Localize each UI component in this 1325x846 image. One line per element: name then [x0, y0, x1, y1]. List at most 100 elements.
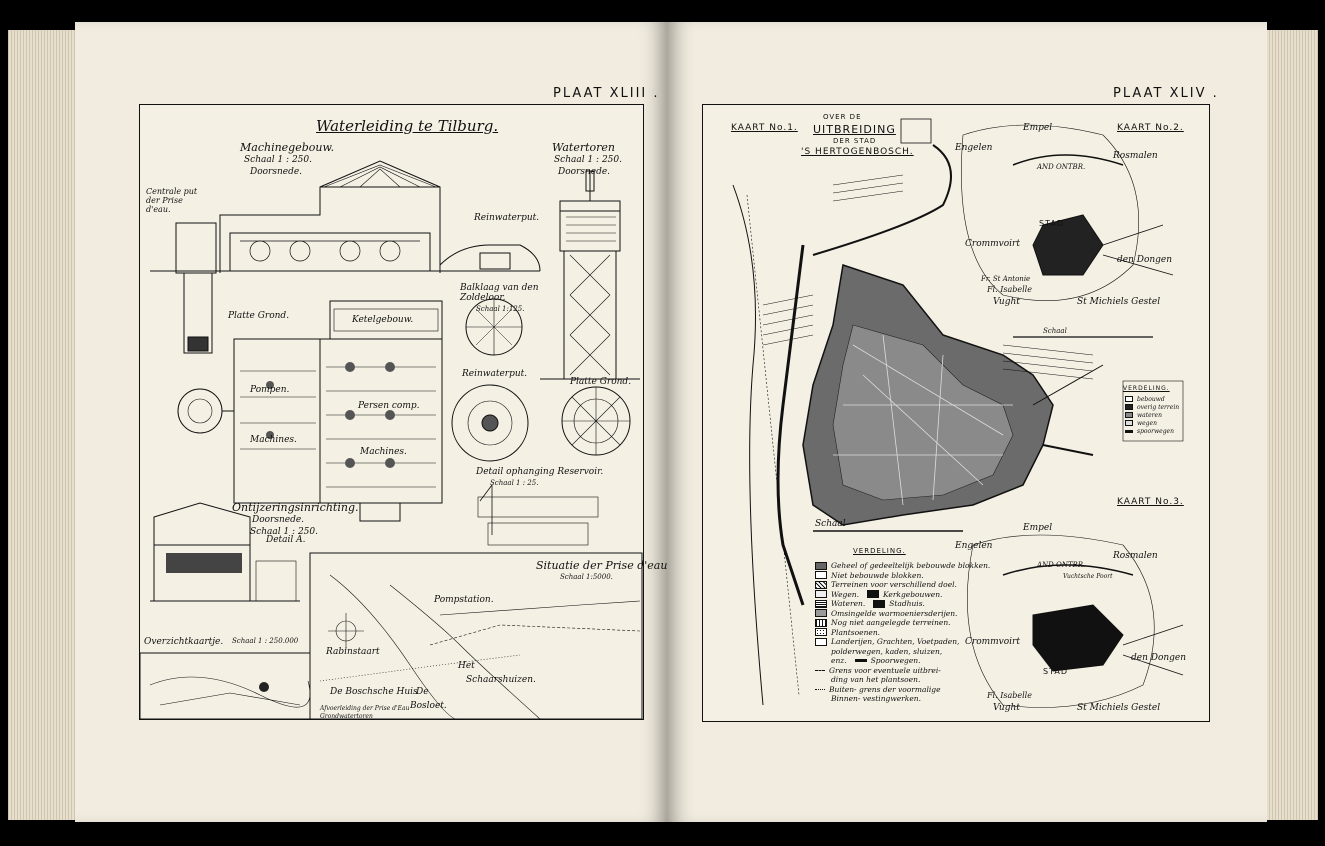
kaart3-fibulle: Fl. Isabelle [987, 691, 1032, 700]
kaart3-den-dongen: den Dongen [1131, 653, 1187, 663]
kaart3-st-michiels: St Michiels Gestel [1077, 703, 1161, 713]
kaart2-engelen: Engelen [955, 143, 993, 153]
kaart3-empel: Empel [1023, 523, 1053, 533]
legend-item: Niet bebouwde blokken. [831, 570, 924, 580]
detail-ophanging-label: Detail ophanging Reservoir. [476, 467, 604, 477]
reinwaterput-plan-label: Reinwaterput. [462, 369, 528, 379]
swatch [815, 590, 827, 599]
legend-item: overig terrein [1137, 403, 1180, 411]
legend-item: polderwegen, kaden, sluizen, [831, 646, 943, 656]
verdeling-small-title: VERDELING. [1123, 385, 1170, 392]
schaarshuizen-label: Schaarshuizen. [466, 675, 536, 685]
swatch [854, 659, 867, 663]
legend-item: Terreinen voor verschillend doel. [831, 580, 957, 590]
legend-item: ding van het plantsoen. [831, 675, 921, 685]
swatch [815, 628, 827, 637]
kaart2-schaal: Schaal [1043, 327, 1067, 335]
technical-drawings [139, 160, 643, 720]
swatch [1125, 420, 1133, 426]
swatch [815, 571, 827, 580]
swatch [1125, 404, 1133, 410]
swatch [815, 561, 827, 570]
overzicht-scale: Schaal 1 : 250.000 [232, 637, 299, 645]
legend-item: Geheel of gedeeltelijk bebouwde blokken. [831, 561, 991, 571]
legend-item: Kerkgebouwen. [883, 589, 943, 599]
kaart2-rosmalen: Rosmalen [1113, 151, 1158, 161]
situatie-title: Situatie der Prise d'eau. [536, 559, 671, 572]
swatch [815, 688, 825, 690]
centrale-put-label: Centrale put der Prise d'eau. [146, 187, 198, 214]
left-plate-frame: Waterleiding te Tilburg. Machinegebouw. … [139, 104, 671, 720]
machines-right-label: Machines. [360, 447, 407, 457]
balklaag-scale: Schaal 1:125. [476, 305, 525, 313]
de-bosch-huis-label: De Boschsche Huis [330, 687, 418, 697]
legend-item: Omsingelde warmoeniersderijen. [831, 608, 958, 618]
kaart3-engelen: Engelen [955, 541, 993, 551]
swatch [873, 599, 886, 608]
verdeling-small-legend: bebouwd overig terrein wateren wegen spo… [1125, 395, 1179, 435]
map-drawings [732, 118, 1184, 709]
kaart3-label: KAART No.3. [1117, 497, 1184, 507]
kaart2-den-dongen: den Dongen [1117, 255, 1173, 265]
kaart3-rosmalen: Rosmalen [1113, 551, 1158, 561]
legend-item: enz. [831, 656, 847, 666]
swatch [867, 590, 879, 599]
kaart2-fibulle: Fl. Isabelle [987, 285, 1032, 294]
de-label: De [416, 687, 429, 697]
situatie-scale: Schaal 1:5000. [560, 573, 613, 581]
machines-left-label: Machines. [250, 435, 297, 445]
verdeling-legend: Geheel of gedeeltelijk bebouwde blokken.… [815, 561, 990, 704]
watertoren-section: Doorsnede. [558, 167, 611, 177]
kaart1-title: UITBREIDING [813, 123, 896, 136]
legend-item: Grens voor eventuele uitbrei- [829, 665, 941, 675]
pompen-label: Pompen. [250, 385, 290, 395]
kaart2-ond-ontbr: AND ONTBR. [1037, 163, 1086, 171]
kaart2-stad: STAD [1039, 219, 1064, 228]
plate-number-right: PLAAT XLIV . [1113, 86, 1219, 101]
swatch [815, 637, 827, 646]
kaart1-schaal: Schaal [815, 519, 846, 529]
legend-item: Nog niet aangelegde terreinen. [831, 618, 951, 628]
swatch [815, 618, 827, 627]
legend-item: spoorwegen [1137, 427, 1174, 435]
swatch [1125, 412, 1133, 418]
legend-item: bebouwd [1137, 395, 1165, 403]
reinwaterput-label: Reinwaterput. [474, 213, 540, 223]
kaart1-der-stad: DER STAD [833, 137, 877, 145]
kaart1-city: 'S HERTOGENBOSCH. [801, 147, 914, 157]
legend-item: wateren [1137, 411, 1162, 419]
kaart2-st-michiels: St Michiels Gestel [1077, 297, 1161, 307]
legend-item: Wegen. [831, 589, 859, 599]
kaart2-label: KAART No.2. [1117, 123, 1184, 133]
legend-item: Binnen- vestingwerken. [831, 694, 921, 704]
machinegebouw-section: Doorsnede. [250, 167, 303, 177]
swatch [815, 669, 825, 671]
legend-line1: Afvoerleiding der Prise d'Eau [320, 705, 410, 712]
legend-item: Buiten- grens der voormalige [829, 684, 941, 694]
kaart2-fort: Fr. St Antonie [981, 275, 1031, 283]
kaart3-vuchtsche-poort: Vuchtsche Poort [1063, 573, 1113, 580]
detail-a-label: Detail A. [266, 535, 306, 545]
right-page-edges [1260, 30, 1318, 820]
legend-line2: Grondwatertoren [320, 713, 373, 720]
ontijzering-section: Doorsnede. [252, 515, 305, 525]
balklaag-label: Balklaag van den Zoldeloor. [460, 283, 539, 303]
kaart3-crommvoirt: Crommvoirt [965, 637, 1020, 647]
ketelgebouw-label: Ketelgebouw. [352, 315, 414, 325]
machinegebouw-title: Machinegebouw. [240, 141, 335, 154]
ontijzering-title: Ontijzeringsinrichting. [232, 501, 359, 514]
kaart1-over-de: OVER DE [823, 113, 862, 121]
swatch [815, 609, 827, 618]
swatch [815, 599, 827, 608]
swatch [1125, 429, 1133, 433]
plate-title: Waterleiding te Tilburg. [316, 117, 499, 135]
kaart1-label: KAART No.1. [731, 123, 798, 133]
legend-item: Wateren. [831, 599, 866, 609]
right-page: PLAAT XLIV . [667, 22, 1267, 822]
bosloet-label: Bosloet. [410, 701, 447, 711]
verdeling-title: VERDELING. [853, 547, 906, 555]
swatch [815, 580, 827, 589]
persen-label: Persen comp. [358, 401, 420, 411]
watertoren-plan-label: Platte Grond. [570, 377, 632, 387]
